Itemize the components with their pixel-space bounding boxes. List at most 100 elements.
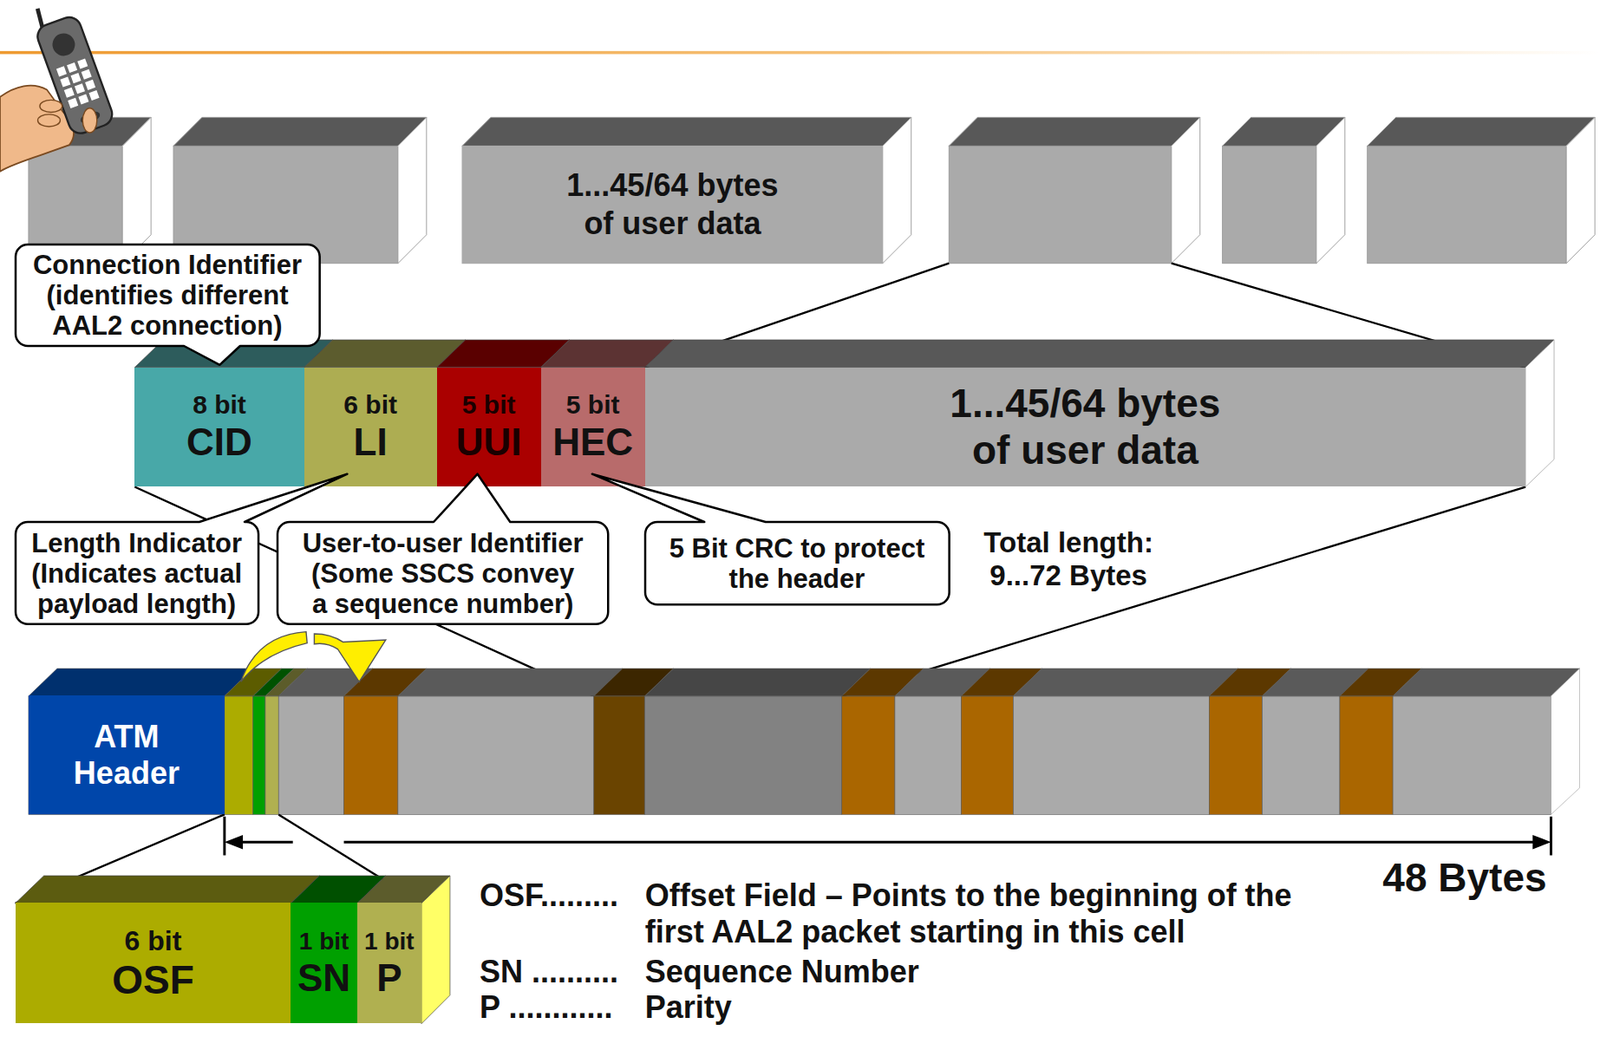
stream-block [1367,145,1567,263]
field-width: 6 bit [343,389,398,421]
packet-faces [1525,339,1555,488]
art-shape [59,77,71,88]
dimension-line [1549,816,1553,856]
field-name: SN [297,956,351,1000]
atm-cell [28,668,1581,815]
pointer-arrow [241,632,307,683]
stream-block [1171,117,1201,263]
field-width: 1 bit [364,927,415,957]
key-definition: Offset Field – Points to the beginning o… [645,877,1317,951]
field-name: UUI [456,420,523,464]
callout-outline [15,244,320,366]
atm-cell [1012,696,1209,816]
atm-cell [1262,696,1340,816]
packet-faces [134,339,1555,488]
art-shape [84,79,96,91]
field-width: 5 bit [462,389,516,421]
atm-cell [894,696,961,816]
phone-icon [38,114,61,127]
art-shape [74,83,85,94]
field-width: 1 bit [299,927,350,957]
osf-faces [421,875,451,1025]
stream-block [173,117,427,146]
sn-field: 1 bitSN [290,902,357,1024]
atm-cell [842,696,895,816]
atm-cell [224,696,254,816]
phone-icon [39,99,63,112]
stream-block [1367,117,1595,146]
atm-cell [278,696,344,816]
stream-block [28,117,1595,263]
dimension-line [224,835,243,849]
art-shape [77,58,88,70]
dimension-line [224,816,1552,856]
stream-block [1316,117,1346,263]
field-name: LI [353,420,388,464]
callout-outline [591,474,949,606]
atm-cell [960,696,1013,816]
field-width: 8 bit [192,389,247,421]
atm-cell [645,668,871,697]
art-shape [71,72,82,84]
art-shape [27,0,116,138]
payload-text: 1...45/64 bytes of user data [935,379,1235,474]
key-term: P ............ [479,989,613,1026]
field-width: 6 bit [124,924,183,958]
atm-cell [1392,696,1551,816]
atm-header: ATM Header [28,695,225,814]
art-shape [56,65,67,77]
field-name: P [376,956,402,1000]
stream-block [1566,117,1595,263]
dimension-line [222,816,226,856]
osf-field: 6 bitOSF [15,902,292,1024]
art-shape [33,13,116,138]
art-shape [78,93,89,105]
header-field: 5 bitHEC [541,367,646,488]
key-definition: Parity [645,989,732,1026]
dimension-line [344,841,1540,844]
atm-cell [645,696,843,816]
field-name: HEC [552,420,634,464]
dimension-line [236,841,294,844]
art-shape [81,69,92,80]
key-term: OSF......... [479,877,619,915]
header-field: 8 bitCID [134,367,304,488]
atm-cell [265,696,279,816]
phone-icon [82,108,97,133]
atm-cell [398,668,623,697]
callout-bubble: Connection Identifier (identifies differ… [15,244,320,347]
header-field: 5 bitUUI [437,367,542,488]
stream-block [948,117,1200,146]
atm-cell [1339,696,1393,816]
art-shape [89,90,100,101]
packet-faces [645,339,1555,368]
atm-cell [1208,696,1262,816]
pointer-arrow [313,633,386,682]
atm-cell [28,696,225,816]
field-name: CID [186,420,253,464]
callout-text: User-to-user Identifier (Some SSCS conve… [301,528,585,620]
callout-bubble: User-to-user Identifier (Some SSCS conve… [277,522,608,625]
key-term: SN .......... [479,953,619,991]
payload-block: 1...45/64 bytes of user data [645,367,1526,488]
stream-block [398,117,427,263]
atm-cell [1392,668,1580,697]
field-name: OSF [111,957,195,1003]
stream-block [1222,145,1317,263]
atm-cell [1551,668,1581,815]
atm-cell [253,696,266,816]
callout-text: Connection Identifier (identifies differ… [27,249,307,341]
art-shape [49,30,79,59]
zoom-line [134,487,1526,697]
art-shape [64,87,75,98]
callout-bubble: 5 Bit CRC to protect the header [645,522,950,605]
header-rule [0,51,1600,55]
stream-block [882,117,912,263]
total-length-note: Total length: 9...72 Bytes [973,526,1163,593]
callout-outline [277,474,608,625]
header-text: ATM Header [64,718,190,792]
payload-block: 1...45/64 bytes of user data [462,145,883,263]
stream-block [122,117,151,263]
payload-text: 1...45/64 bytes of user data [555,166,790,243]
